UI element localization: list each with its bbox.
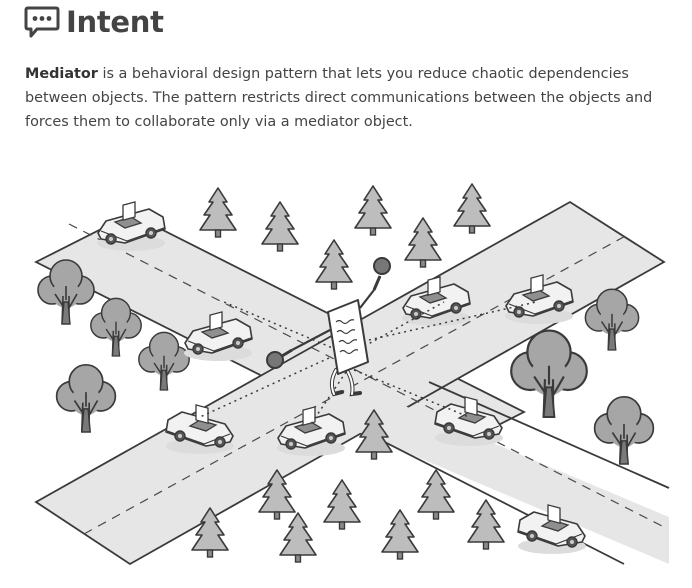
mediator-character [266, 257, 391, 397]
section-title: Intent [66, 5, 164, 39]
intro-text: is a behavioral design pattern that lets… [25, 66, 653, 130]
pattern-name: Mediator [25, 66, 98, 82]
section-heading: Intent [24, 2, 164, 42]
intro-paragraph: Mediator is a behavioral design pattern … [25, 62, 665, 134]
speech-bubble-icon [24, 6, 60, 38]
communication-lines [199, 301, 537, 425]
mediator-illustration [34, 183, 670, 566]
